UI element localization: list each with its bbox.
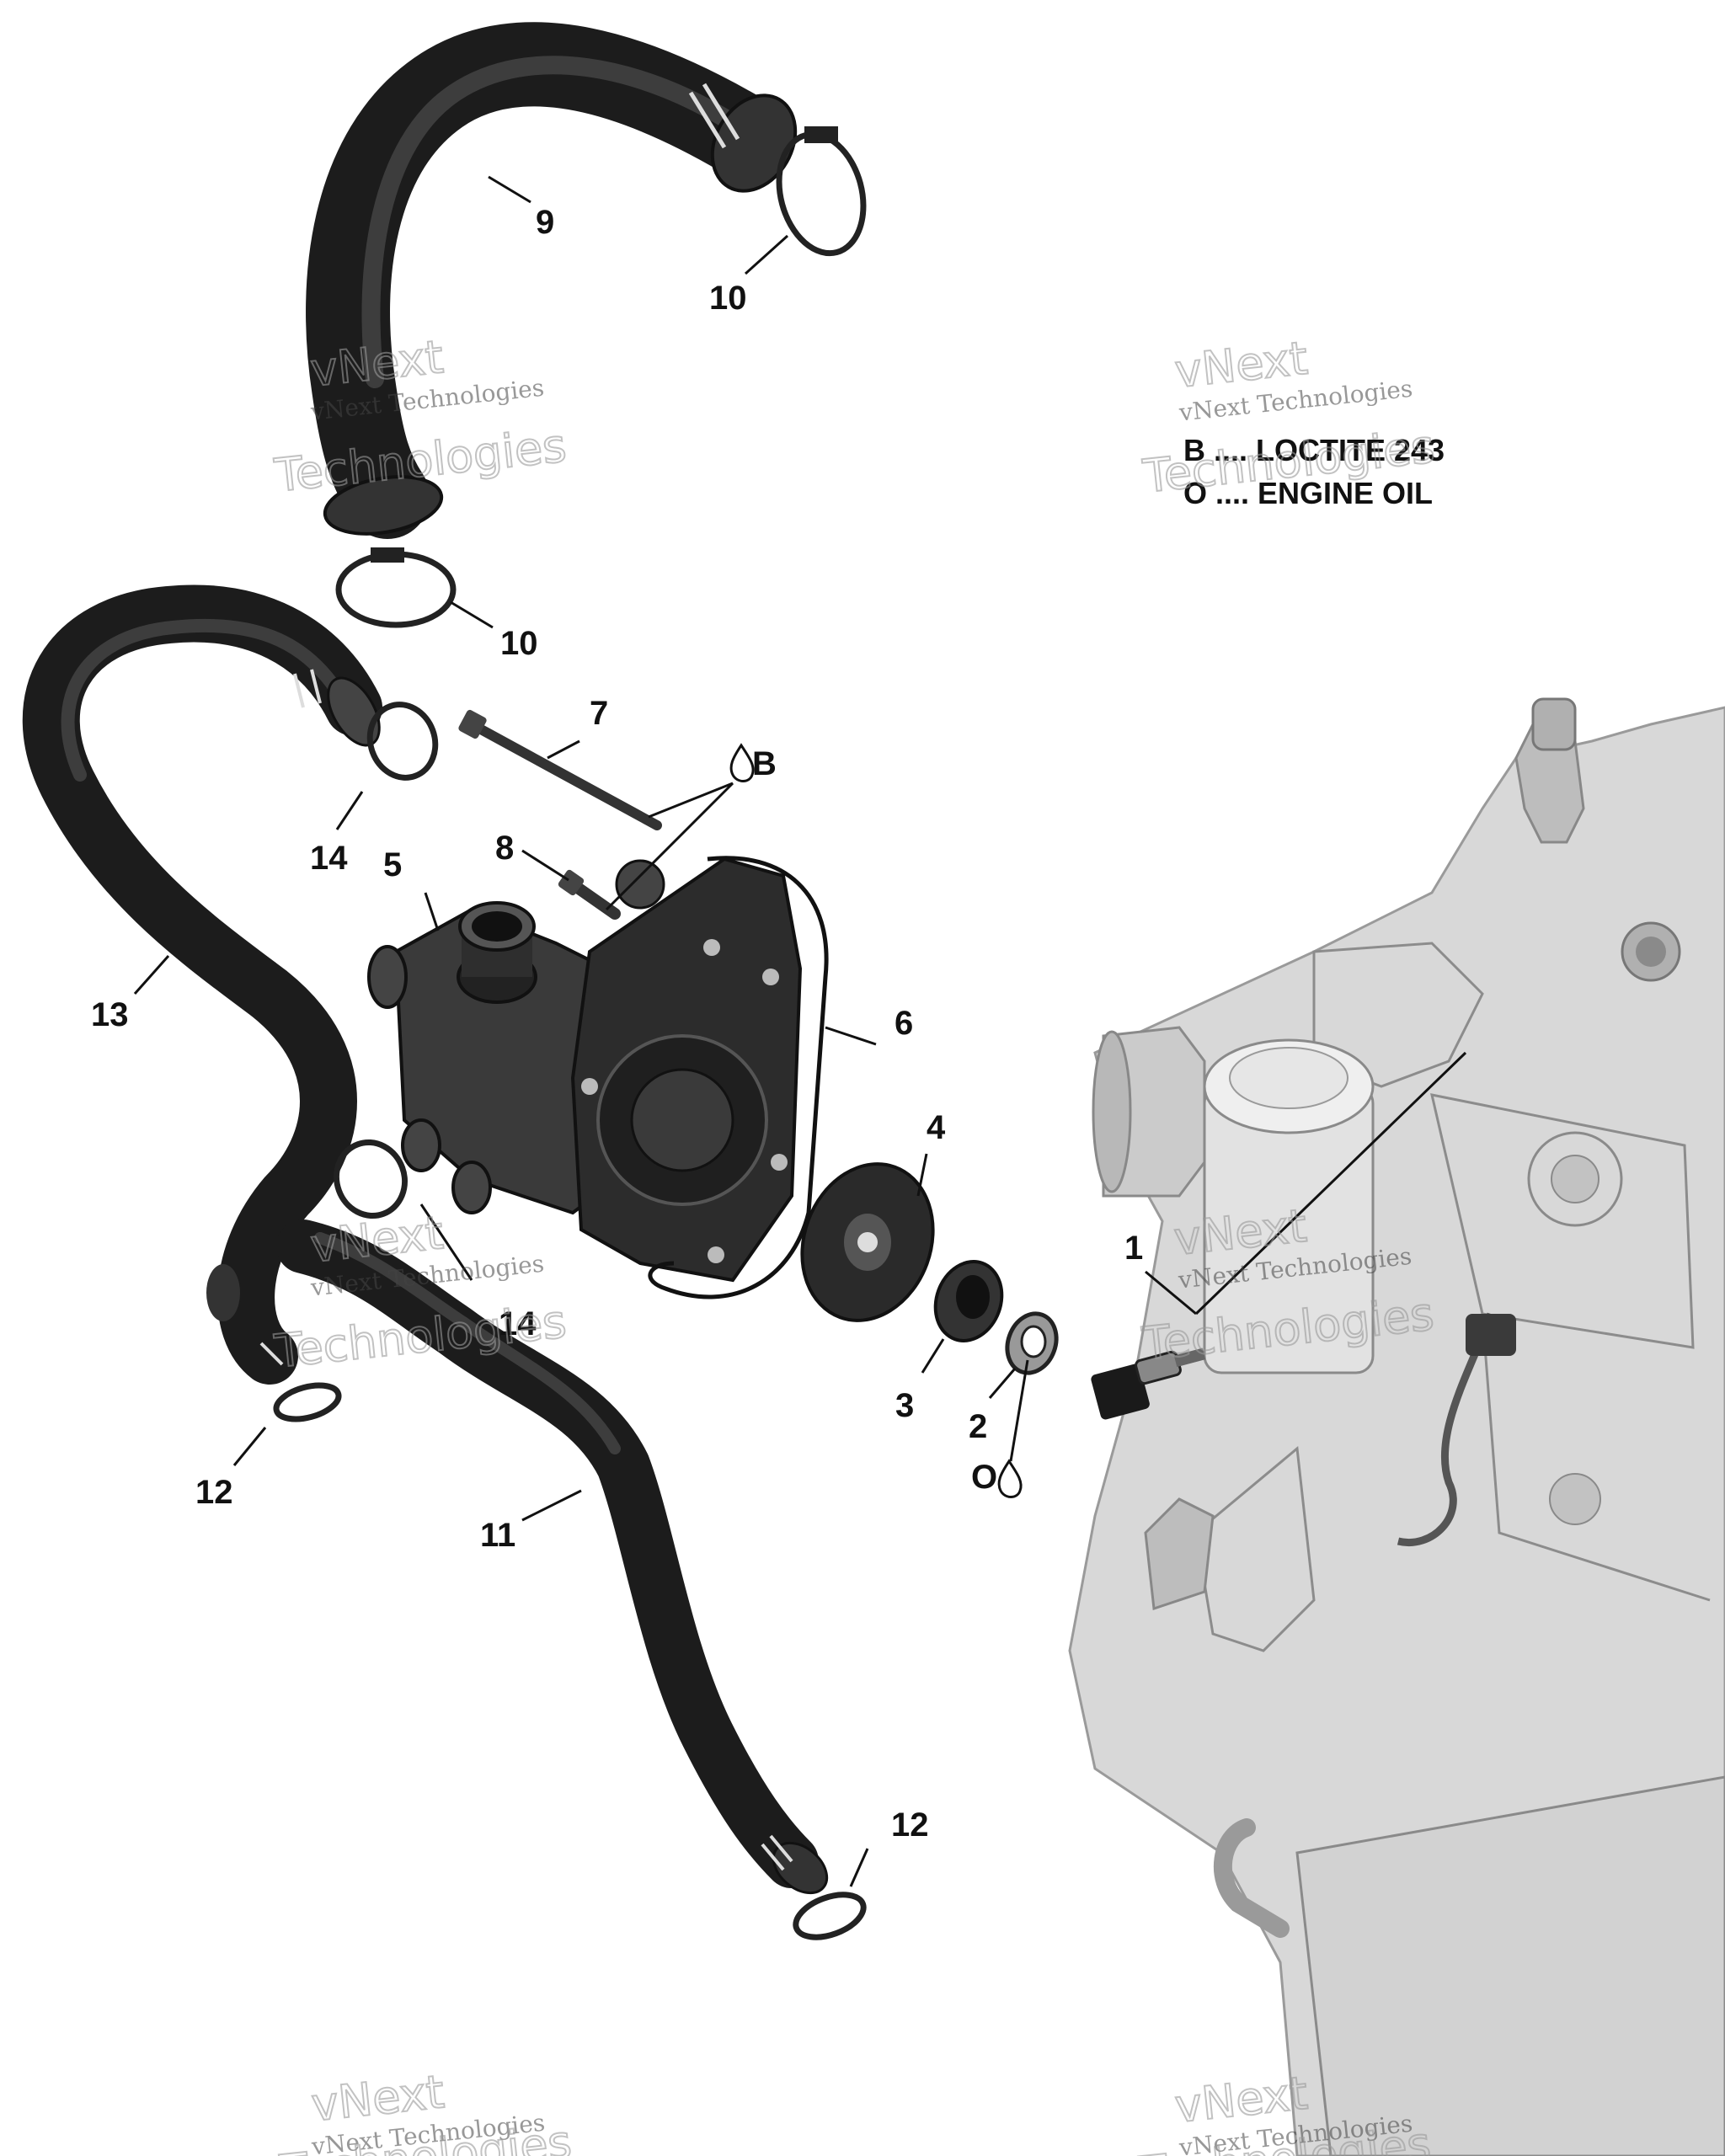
clamp-10-top xyxy=(776,126,867,257)
bolt-8 xyxy=(558,869,621,920)
callout-6: 6 xyxy=(895,1005,913,1042)
callout-14-upper: 14 xyxy=(310,840,348,877)
callout-12-left: 12 xyxy=(195,1474,233,1511)
drop-icon xyxy=(729,743,755,782)
water-pump-housing xyxy=(367,857,803,1283)
clamp-14-lower xyxy=(334,1139,408,1219)
watermark-bottom-left: vNext Technologies vNext Technologies xyxy=(276,2064,575,2156)
oil-letter: O xyxy=(971,1459,997,1496)
oring-2 xyxy=(1005,1311,1059,1375)
callout-2: 2 xyxy=(969,1408,987,1445)
callout-10-top: 10 xyxy=(709,280,747,317)
clamp-12-right xyxy=(793,1892,867,1940)
callout-10-middle: 10 xyxy=(500,625,538,662)
engine-block xyxy=(1068,697,1725,2156)
hose-13 xyxy=(22,584,382,1385)
sensor-1 xyxy=(1091,1348,1206,1420)
hose-11 xyxy=(276,1219,829,1895)
callout-9: 9 xyxy=(536,204,554,241)
callout-11: 11 xyxy=(480,1517,515,1554)
legend-engine-oil: O .... ENGINE OIL xyxy=(1183,476,1433,510)
loctite-symbol: B xyxy=(729,743,777,782)
callout-14-lower: 14 xyxy=(499,1305,537,1342)
loctite-letter: B xyxy=(752,745,777,782)
leader-lines xyxy=(133,175,1467,1887)
callout-8: 8 xyxy=(495,830,514,867)
callout-13: 13 xyxy=(91,996,129,1033)
callout-1: 1 xyxy=(1124,1230,1143,1267)
bolt-7 xyxy=(458,709,662,830)
callout-7: 7 xyxy=(590,695,608,732)
clamp-10-middle xyxy=(335,547,457,628)
gasket-6 xyxy=(648,856,829,1299)
drop-icon xyxy=(997,1459,1023,1498)
clamp-12-left xyxy=(273,1382,342,1422)
legend-loctite: B .... LOCTITE 243 xyxy=(1183,433,1445,467)
hose-9 xyxy=(306,22,798,539)
seal-3 xyxy=(933,1260,1004,1342)
impeller-4 xyxy=(800,1162,935,1322)
callouts: 9 10 10 7 14 5 8 6 4 13 14 1 3 2 12 11 1… xyxy=(91,204,1143,1844)
clamp-14-upper xyxy=(366,702,439,781)
legend: B .... LOCTITE 243 O .... ENGINE OIL xyxy=(1183,433,1445,510)
callout-4: 4 xyxy=(927,1109,946,1146)
callout-5: 5 xyxy=(383,846,402,883)
watermark-upper-right: vNext Technologies vNext Technologies xyxy=(1140,331,1439,504)
callout-3: 3 xyxy=(895,1387,914,1424)
callout-12-right: 12 xyxy=(891,1806,929,1844)
oil-symbol: O xyxy=(971,1459,1023,1498)
